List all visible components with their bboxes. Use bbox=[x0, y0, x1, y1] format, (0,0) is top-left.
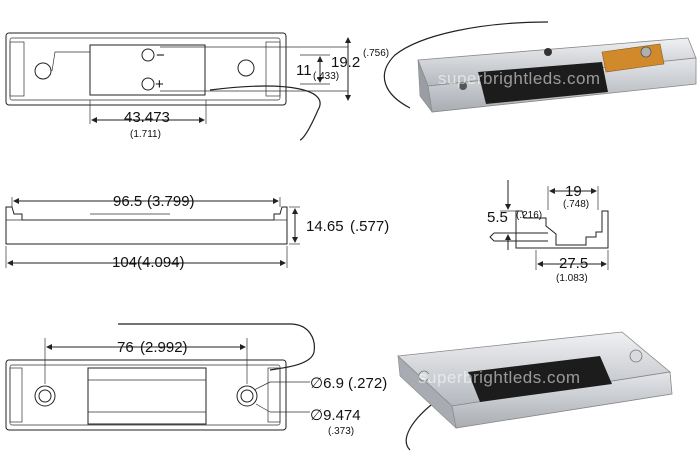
product-render-bottom: superbrightleds.com bbox=[397, 331, 673, 451]
hole-large-in: (.373) bbox=[328, 426, 354, 437]
contact-pad-render bbox=[478, 62, 608, 104]
contact-pad bbox=[89, 44, 206, 96]
bottom-view: 76 (2.992) ∅6.9 (.272) ∅9.474 (.373) bbox=[5, 323, 387, 437]
dim-inner-in: (3.799) bbox=[147, 193, 195, 210]
dim-bottom-mm: 27.5 bbox=[559, 255, 588, 272]
dim-pad-in: (.433) bbox=[313, 71, 339, 82]
top-view: − + 11 (.433) 19.2 (.756) 43.473 (1.711) bbox=[5, 32, 389, 141]
dim-top-mm: 19 bbox=[565, 183, 582, 200]
dim-spacing-in: (2.992) bbox=[140, 339, 188, 356]
mounting-hole-left bbox=[34, 62, 52, 80]
hole-large-mm: ∅9.474 bbox=[310, 407, 361, 424]
dim-height-mm: 14.65 bbox=[306, 218, 344, 235]
product-render-top: superbrightleds.com bbox=[383, 21, 697, 113]
watermark-top: superbrightleds.com bbox=[438, 69, 601, 88]
wire bbox=[209, 85, 321, 141]
dim-top-in: (.748) bbox=[563, 199, 589, 210]
plus-symbol: + bbox=[155, 76, 164, 93]
hole-small-in: (.272) bbox=[348, 375, 387, 392]
dim-spacing-mm: 76 bbox=[117, 339, 134, 356]
contact-pad-bottom-render bbox=[468, 356, 612, 402]
dim-overall-mm: 104 bbox=[112, 254, 137, 271]
end-view: 19 (.748) 5.5 (.216) 27.5 (1.083) bbox=[487, 180, 609, 284]
dim-height-in: (.577) bbox=[350, 218, 389, 235]
dim-width-mm: 43.473 bbox=[124, 109, 170, 126]
dim-height-mm: 19.2 bbox=[331, 54, 360, 71]
dim-overall-in: (4.094) bbox=[137, 254, 185, 271]
hole-small-mm: ∅6.9 bbox=[310, 375, 344, 392]
watermark-bottom: superbrightleds.com bbox=[418, 368, 581, 387]
dim-width-in: (1.711) bbox=[130, 129, 161, 140]
dim-step-in: (.216) bbox=[516, 210, 542, 221]
dim-bottom-in: (1.083) bbox=[556, 273, 588, 284]
minus-symbol: − bbox=[156, 47, 165, 64]
dim-step-mm: 5.5 bbox=[487, 209, 508, 226]
side-view: 96.5 (3.799) 104 (4.094) 14.65 (.577) bbox=[5, 193, 389, 271]
dim-height-in: (.756) bbox=[363, 48, 389, 59]
dim-pad-mm: 11 bbox=[296, 62, 312, 79]
dim-inner-mm: 96.5 bbox=[113, 193, 142, 210]
mounting-hole-right bbox=[237, 59, 255, 77]
